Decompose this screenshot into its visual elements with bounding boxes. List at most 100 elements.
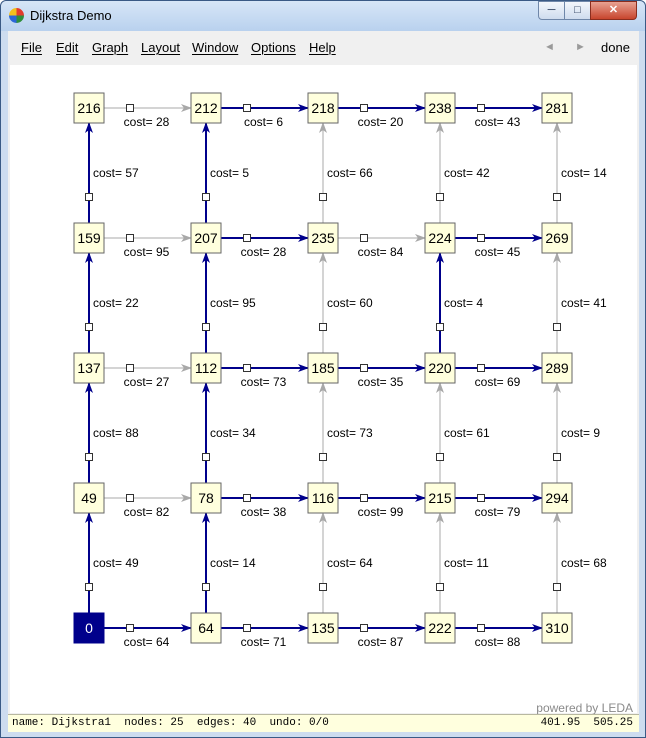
edge-handle[interactable]: [126, 234, 134, 242]
graph-edge[interactable]: cost= 82: [104, 494, 192, 520]
graph-edge[interactable]: cost= 71: [221, 624, 309, 650]
maximize-button[interactable]: □: [564, 1, 591, 20]
graph-node[interactable]: 78: [190, 482, 222, 514]
graph-node[interactable]: 294: [541, 482, 573, 514]
node-box[interactable]: [307, 612, 339, 644]
node-box[interactable]: [424, 612, 456, 644]
edge-handle[interactable]: [319, 583, 327, 591]
graph-edge[interactable]: cost= 88: [455, 624, 543, 650]
node-box[interactable]: [190, 612, 222, 644]
node-box[interactable]: [190, 352, 222, 384]
graph-edge[interactable]: cost= 9: [553, 382, 601, 483]
graph-edge[interactable]: cost= 95: [202, 252, 257, 353]
node-box[interactable]: [541, 352, 573, 384]
graph-edge[interactable]: cost= 11: [436, 512, 490, 613]
graph-edge[interactable]: cost= 64: [319, 512, 374, 613]
menu-help[interactable]: Help: [309, 40, 336, 55]
edge-handle[interactable]: [243, 494, 251, 502]
graph-edge[interactable]: cost= 22: [85, 252, 140, 353]
graph-edge[interactable]: cost= 14: [553, 122, 608, 223]
graph-edge[interactable]: cost= 43: [455, 104, 543, 130]
node-box[interactable]: [73, 92, 105, 124]
graph-edge[interactable]: cost= 4: [436, 252, 484, 353]
graph-node[interactable]: 224: [424, 222, 456, 254]
edge-handle[interactable]: [553, 193, 561, 201]
graph-node[interactable]: 310: [541, 612, 573, 644]
node-box[interactable]: [541, 612, 573, 644]
graph-edge[interactable]: cost= 68: [553, 512, 608, 613]
graph-node[interactable]: 222: [424, 612, 456, 644]
edge-handle[interactable]: [243, 234, 251, 242]
menu-edit[interactable]: Edit: [56, 40, 79, 55]
edge-handle[interactable]: [436, 323, 444, 331]
graph-edge[interactable]: cost= 38: [221, 494, 309, 520]
node-box[interactable]: [307, 222, 339, 254]
title-bar[interactable]: Dijkstra Demo ─ □ ✕: [1, 1, 645, 31]
edge-handle[interactable]: [126, 104, 134, 112]
edge-handle[interactable]: [477, 364, 485, 372]
menu-options[interactable]: Options: [251, 40, 296, 55]
edge-handle[interactable]: [360, 494, 368, 502]
edge-handle[interactable]: [202, 583, 210, 591]
graph-edge[interactable]: cost= 34: [202, 382, 257, 483]
graph-edge[interactable]: cost= 60: [319, 252, 374, 353]
graph-edge[interactable]: cost= 61: [436, 382, 491, 483]
edge-handle[interactable]: [243, 624, 251, 632]
node-box[interactable]: [307, 92, 339, 124]
graph-node[interactable]: 238: [424, 92, 456, 124]
node-box[interactable]: [73, 482, 105, 514]
edge-handle[interactable]: [85, 583, 93, 591]
edge-handle[interactable]: [477, 624, 485, 632]
node-box[interactable]: [424, 92, 456, 124]
graph-node[interactable]: 269: [541, 222, 573, 254]
menu-window[interactable]: Window: [192, 40, 239, 55]
graph-node[interactable]: 289: [541, 352, 573, 384]
edge-handle[interactable]: [360, 624, 368, 632]
graph-edge[interactable]: cost= 45: [455, 234, 543, 260]
edge-handle[interactable]: [126, 494, 134, 502]
graph-edge[interactable]: cost= 73: [221, 364, 309, 390]
graph-edge[interactable]: cost= 49: [85, 512, 140, 613]
node-box[interactable]: [73, 612, 105, 644]
edge-handle[interactable]: [202, 453, 210, 461]
node-box[interactable]: [541, 482, 573, 514]
graph-edge[interactable]: cost= 79: [455, 494, 543, 520]
edge-handle[interactable]: [126, 624, 134, 632]
graph-node[interactable]: 220: [424, 352, 456, 384]
edge-handle[interactable]: [436, 583, 444, 591]
node-box[interactable]: [307, 352, 339, 384]
node-box[interactable]: [190, 222, 222, 254]
forward-arrow-icon[interactable]: ►: [575, 41, 586, 53]
graph-node[interactable]: 135: [307, 612, 339, 644]
graph-edge[interactable]: cost= 84: [338, 234, 426, 260]
graph-edge[interactable]: cost= 41: [553, 252, 608, 353]
graph-node[interactable]: 281: [541, 92, 573, 124]
graph-node[interactable]: 218: [307, 92, 339, 124]
graph-edge[interactable]: cost= 42: [436, 122, 491, 223]
graph-edge[interactable]: cost= 73: [319, 382, 374, 483]
edge-handle[interactable]: [85, 323, 93, 331]
back-arrow-icon[interactable]: ◄: [544, 41, 555, 53]
graph-edge[interactable]: cost= 87: [338, 624, 426, 650]
edge-handle[interactable]: [126, 364, 134, 372]
graph-edge[interactable]: cost= 20: [338, 104, 426, 130]
edge-handle[interactable]: [319, 323, 327, 331]
graph-node[interactable]: 216: [73, 92, 105, 124]
graph-node[interactable]: 112: [190, 352, 222, 384]
graph-node[interactable]: 185: [307, 352, 339, 384]
graph-node[interactable]: 159: [73, 222, 105, 254]
edge-handle[interactable]: [477, 234, 485, 242]
edge-handle[interactable]: [553, 583, 561, 591]
edge-handle[interactable]: [319, 453, 327, 461]
graph-edge[interactable]: cost= 35: [338, 364, 426, 390]
edge-handle[interactable]: [436, 193, 444, 201]
graph-drawing[interactable]: cost= 28 cost= 6 cost= 20 cost= 43 cost= 95 c…: [10, 65, 637, 713]
graph-edge[interactable]: cost= 28: [104, 104, 192, 130]
node-box[interactable]: [190, 482, 222, 514]
graph-edge[interactable]: cost= 6: [221, 104, 309, 130]
close-button[interactable]: ✕: [590, 1, 637, 20]
graph-node[interactable]: 137: [73, 352, 105, 384]
graph-edge[interactable]: cost= 5: [202, 122, 250, 223]
edge-handle[interactable]: [436, 453, 444, 461]
menu-file[interactable]: File: [21, 40, 42, 55]
